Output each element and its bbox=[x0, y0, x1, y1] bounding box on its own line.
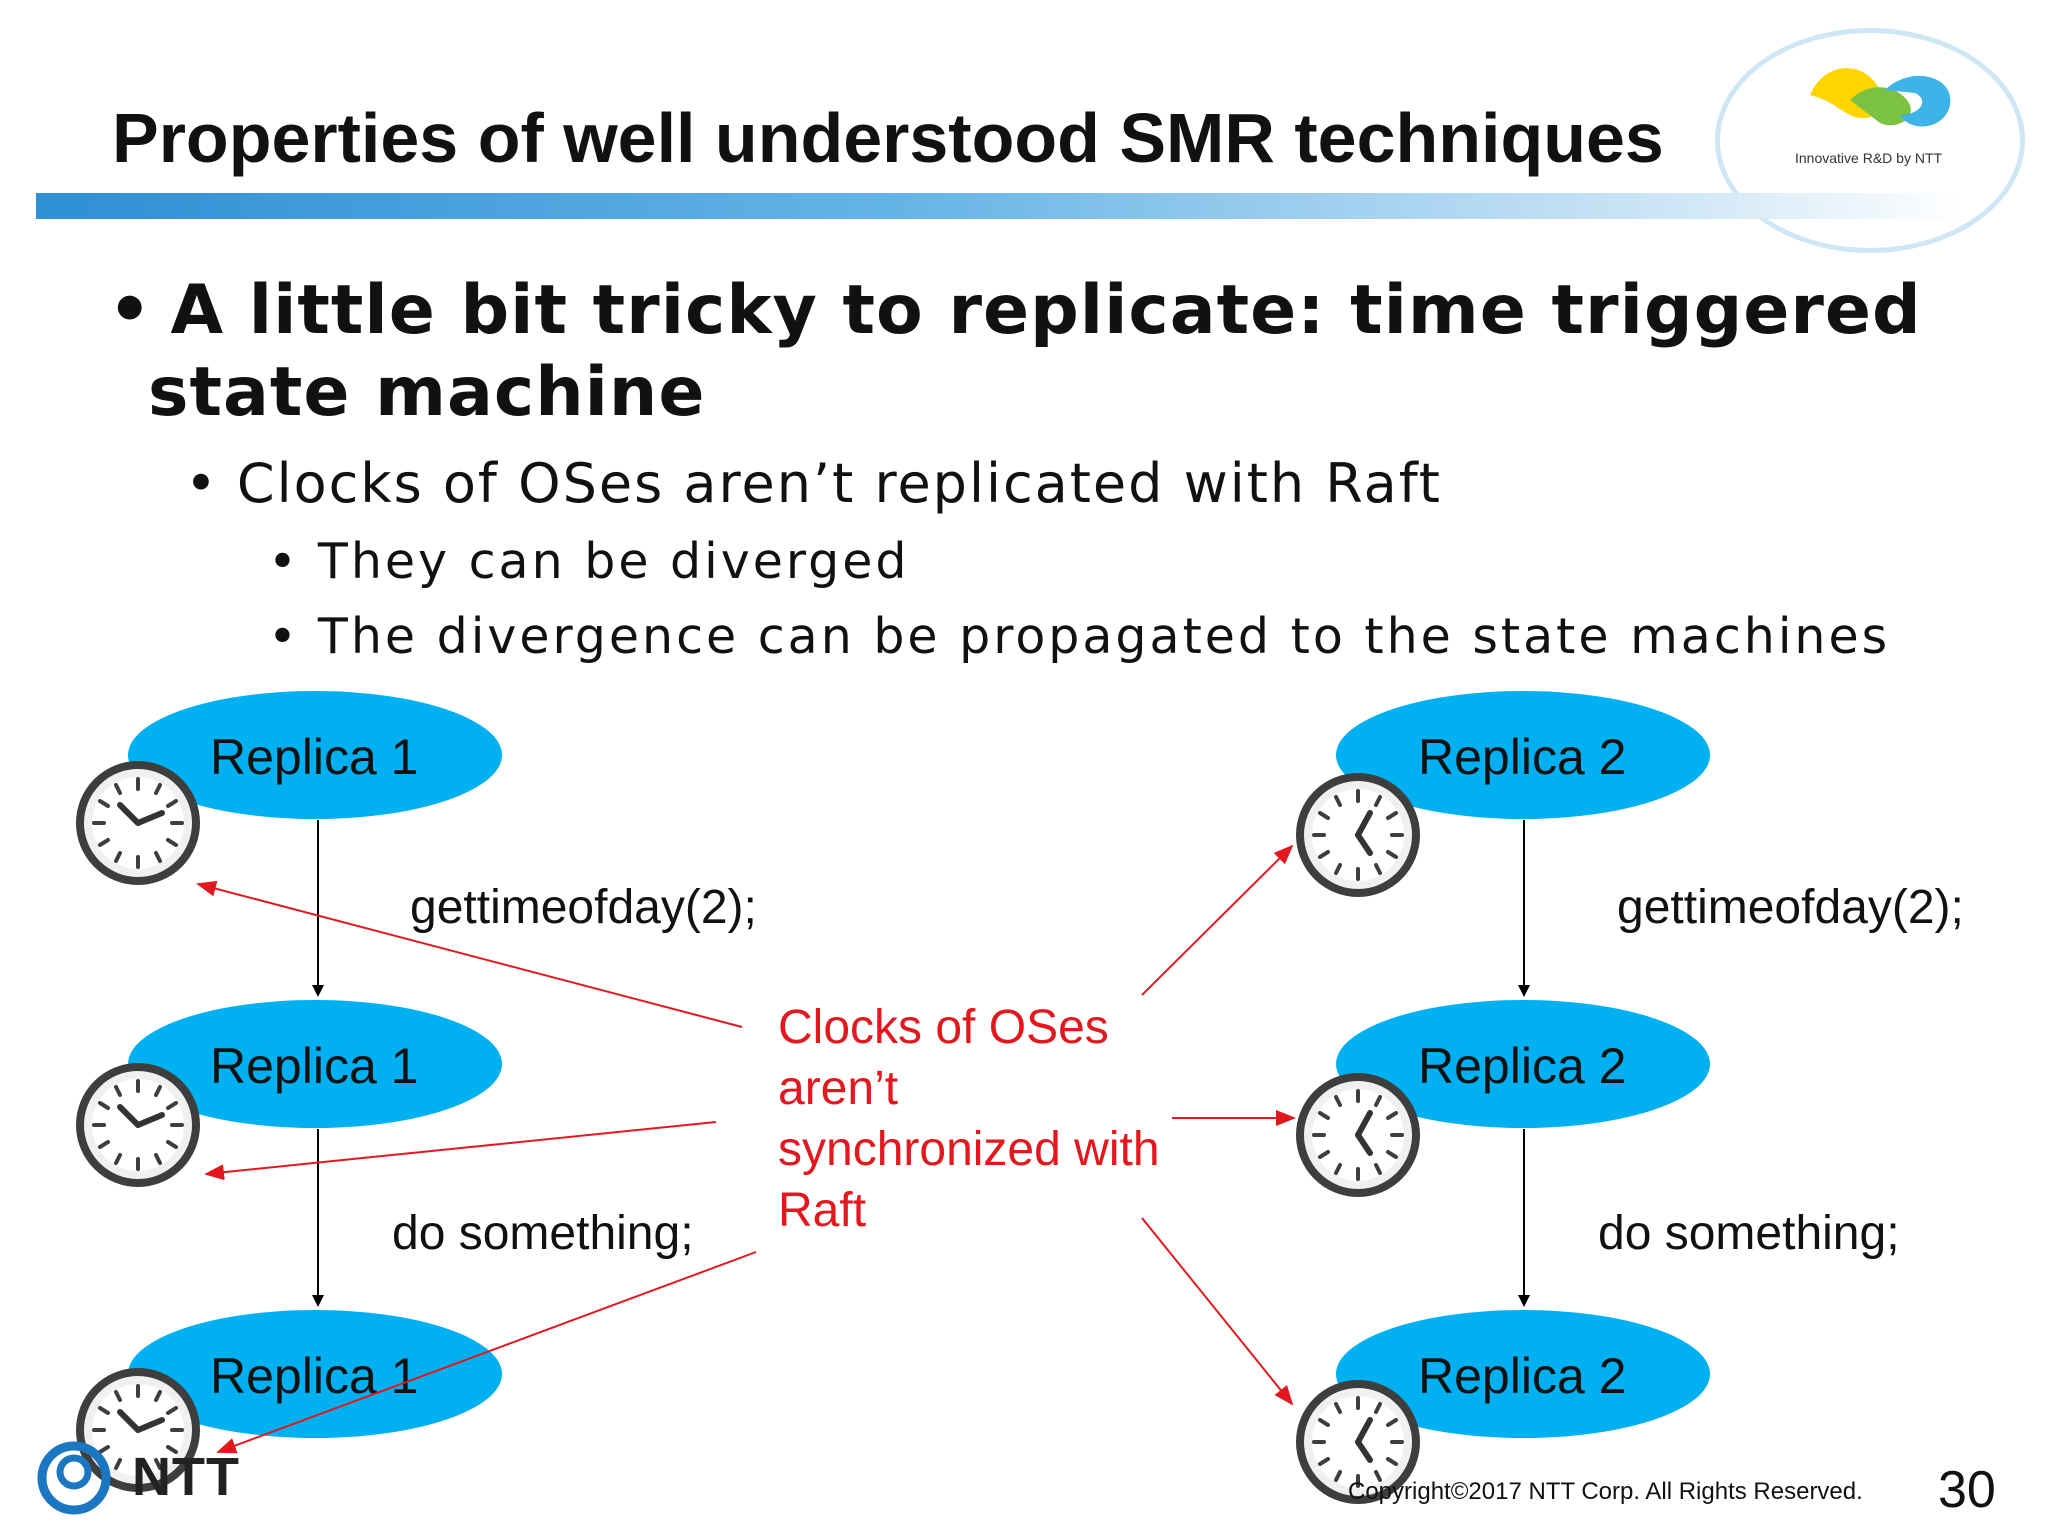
replica-2-node bbox=[1336, 1000, 1710, 1128]
annotation-line: synchronized with bbox=[778, 1123, 1160, 1176]
clock-icon bbox=[1300, 1384, 1416, 1500]
page-number: 30 bbox=[1938, 1461, 1996, 1519]
clock-icon bbox=[1300, 777, 1416, 893]
bullet-level1-text: A little bit tricky to replicate: time t… bbox=[170, 271, 1922, 350]
step-label-gettimeofday: gettimeofday(2); bbox=[410, 881, 757, 934]
bullet-level2: • Clocks of OSes aren’t replicated with R… bbox=[185, 452, 1442, 515]
replica-2-node bbox=[1336, 691, 1710, 819]
bullet-dot: • bbox=[108, 271, 153, 350]
bullet-level3-text: The divergence can be propagated to the … bbox=[317, 608, 1891, 665]
clock-icon bbox=[80, 765, 196, 881]
ntt-logo-icon bbox=[37, 1441, 111, 1515]
replica-1-label: Replica 1 bbox=[210, 1038, 418, 1094]
bullet-level3-item: • They can be diverged bbox=[268, 533, 910, 590]
bullet-level1-continuation: state machine bbox=[148, 353, 706, 432]
replica-2-node bbox=[1336, 1310, 1710, 1438]
bullet-dot: • bbox=[268, 608, 300, 665]
clock-icon bbox=[80, 1372, 196, 1488]
ntt-rd-logo-ring bbox=[1715, 28, 2025, 253]
clock-icon bbox=[1300, 1077, 1416, 1193]
replica-1-node bbox=[128, 1310, 502, 1438]
step-label-do-something: do something; bbox=[392, 1207, 694, 1260]
bullet-level3-item: • The divergence can be propagated to the… bbox=[268, 608, 1890, 665]
bullet-dot: • bbox=[268, 533, 300, 590]
annotation-line: Raft bbox=[778, 1184, 866, 1237]
annotation-arrow bbox=[204, 1121, 717, 1181]
replica-1-label: Replica 1 bbox=[210, 1348, 418, 1404]
ntt-logo-text: NTT bbox=[132, 1447, 240, 1507]
replica-1-node bbox=[128, 1000, 502, 1128]
ntt-rd-logo-icon bbox=[1810, 68, 1951, 127]
replica-2-label: Replica 2 bbox=[1418, 1038, 1626, 1094]
clock-icon bbox=[80, 1067, 196, 1183]
slide-title: Properties of well understood SMR techni… bbox=[112, 99, 1664, 177]
bullet-dot: • bbox=[185, 452, 219, 515]
bullet-level1: •A little bit tricky to replicate: time … bbox=[108, 270, 1922, 352]
annotation-line: Clocks of OSes bbox=[778, 1001, 1109, 1054]
bullet-level3-text: They can be diverged bbox=[317, 533, 910, 590]
logo-caption: Innovative R&D by NTT bbox=[1795, 150, 1943, 166]
bullet-level2-text: Clocks of OSes aren’t replicated with Ra… bbox=[236, 452, 1442, 515]
step-label-do-something: do something; bbox=[1598, 1207, 1900, 1260]
annotation-arrow bbox=[1141, 844, 1294, 996]
annotation-line: aren’t bbox=[778, 1062, 898, 1115]
copyright-notice: Copyright©2017 NTT Corp. All Rights Rese… bbox=[1348, 1478, 1863, 1505]
replica-1-label: Replica 1 bbox=[210, 729, 418, 785]
annotation-arrow bbox=[1141, 1217, 1294, 1406]
annotation-arrow bbox=[196, 880, 743, 1028]
title-underline-bar bbox=[36, 193, 1966, 219]
replica-1-node bbox=[128, 691, 502, 819]
annotation-arrow bbox=[216, 1251, 757, 1454]
replica-2-label: Replica 2 bbox=[1418, 729, 1626, 785]
replica-2-label: Replica 2 bbox=[1418, 1348, 1626, 1404]
step-label-gettimeofday: gettimeofday(2); bbox=[1617, 881, 1964, 934]
